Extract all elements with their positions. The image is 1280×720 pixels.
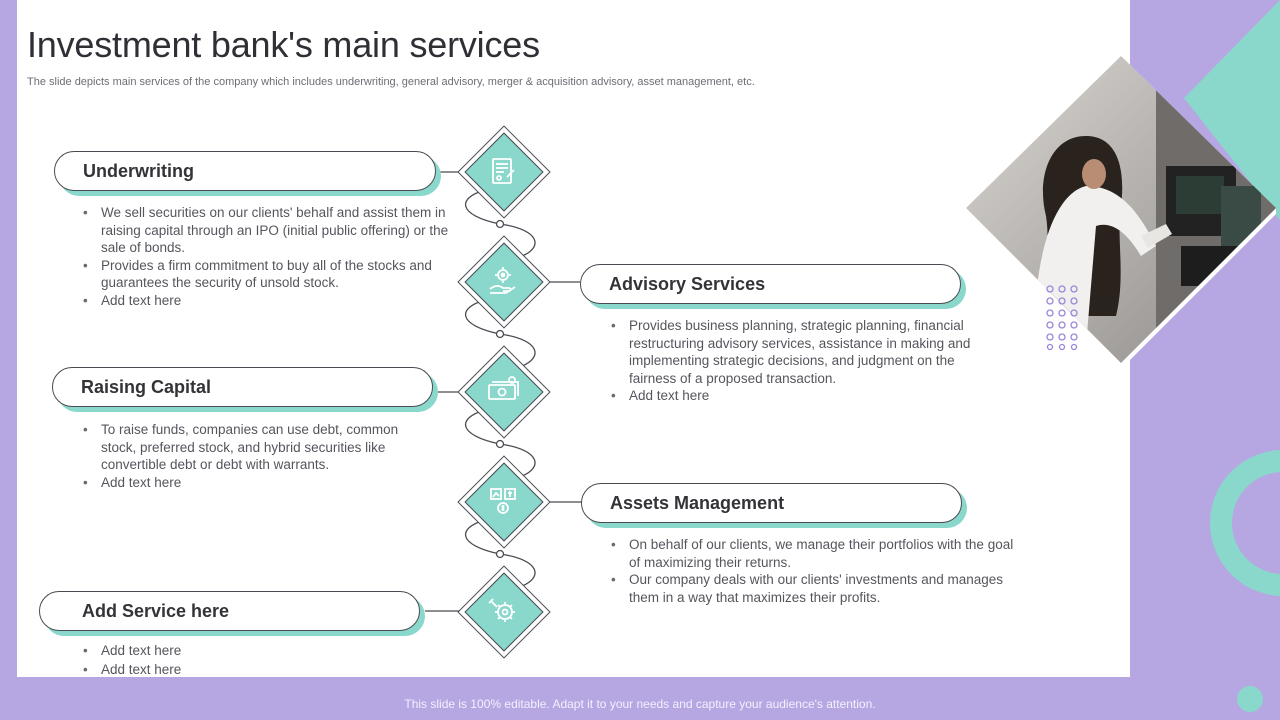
- bullet-item: Add text here: [81, 660, 381, 677]
- footer-note: This slide is 100% editable. Adapt it to…: [404, 697, 876, 711]
- service-bullets-underwriting: We sell securities on our clients' behal…: [81, 204, 461, 309]
- hand-gear-icon: [489, 267, 516, 294]
- service-bullets-add-service: Add text here Add text here: [81, 641, 381, 677]
- decorative-teal-dot: [1237, 686, 1263, 712]
- bullet-item: Add text here: [81, 641, 381, 660]
- service-bullets-advisory: Provides business planning, strategic pl…: [609, 317, 994, 405]
- service-bullets-raising-capital: To raise funds, companies can use debt, …: [81, 421, 426, 491]
- timeline-connector: [425, 171, 582, 612]
- bullet-item: We sell securities on our clients' behal…: [81, 204, 461, 257]
- document-certificate-icon: [492, 158, 515, 184]
- atm-photo-diamond: [966, 56, 1279, 366]
- service-title: Advisory Services: [609, 274, 766, 294]
- slide-canvas: Investment bank's main services The slid…: [17, 0, 1130, 677]
- service-bullets-assets: On behalf of our clients, we manage thei…: [609, 536, 1014, 606]
- service-title: Assets Management: [610, 493, 785, 513]
- bullet-item: To raise funds, companies can use debt, …: [81, 421, 426, 474]
- service-pill-raising-capital: Raising Capital: [52, 367, 433, 407]
- bullet-item: Add text here: [609, 387, 994, 405]
- bullet-item: Add text here: [81, 474, 426, 492]
- service-pill-advisory: Advisory Services: [580, 264, 961, 304]
- bullet-item: Add text here: [81, 292, 461, 310]
- service-title: Underwriting: [83, 161, 194, 181]
- chart-dollar-icon: [490, 488, 516, 514]
- bullet-item: Provides business planning, strategic pl…: [609, 317, 994, 387]
- gear-wrench-icon: [488, 598, 515, 622]
- service-title: Raising Capital: [81, 377, 212, 397]
- page-subtitle: The slide depicts main services of the c…: [27, 76, 755, 88]
- page-title: Investment bank's main services: [27, 24, 540, 65]
- service-pill-add-service: Add Service here: [39, 591, 420, 631]
- decorative-teal-triangle: [1184, 0, 1280, 220]
- decorative-teal-ring: [1210, 450, 1280, 596]
- money-bills-icon: [488, 376, 519, 400]
- bullet-item: On behalf of our clients, we manage thei…: [609, 536, 1014, 571]
- bullet-item: Provides a firm commitment to buy all of…: [81, 257, 461, 292]
- service-pill-underwriting: Underwriting: [54, 151, 436, 191]
- service-pill-assets: Assets Management: [581, 483, 962, 523]
- bullet-item: Our company deals with our clients' inve…: [609, 571, 1014, 606]
- service-title: Add Service here: [82, 601, 230, 621]
- decorative-dot-grid: [1046, 285, 1078, 350]
